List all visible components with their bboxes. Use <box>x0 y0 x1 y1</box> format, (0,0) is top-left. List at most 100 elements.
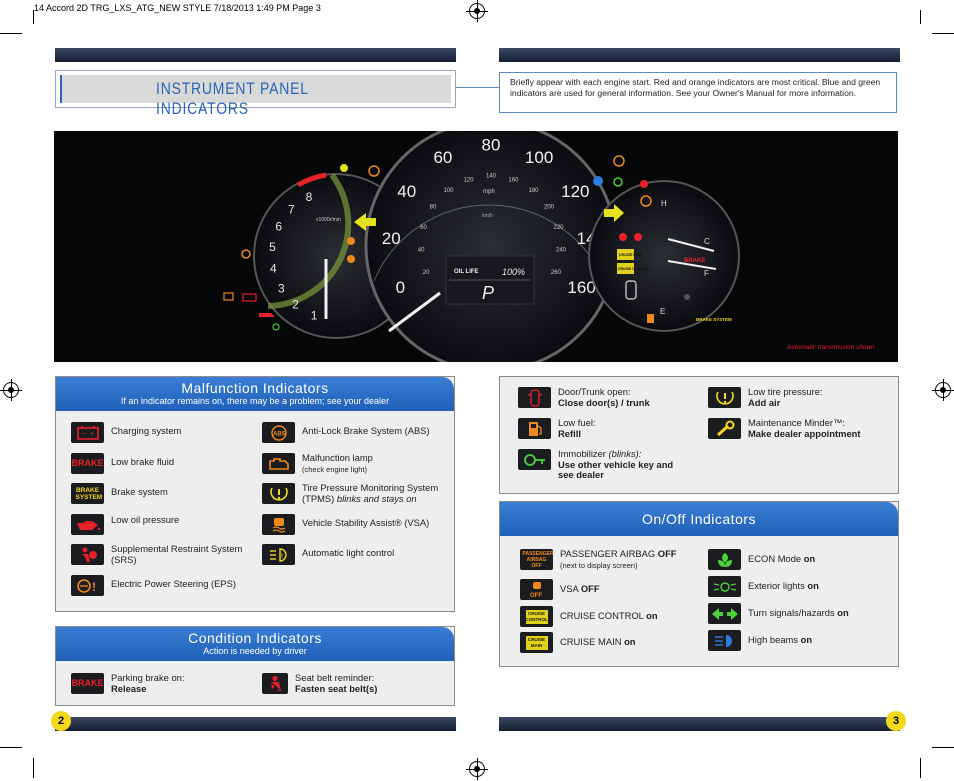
crop-mark <box>932 747 954 748</box>
item-label: Supplemental Restraint System (SRS) <box>111 543 243 565</box>
footer-bar-right <box>499 717 900 731</box>
svg-text:!: ! <box>281 554 283 560</box>
fuel-icon <box>518 418 551 439</box>
kmh-tick-label: 200 <box>544 204 555 210</box>
cluster-caption: Automatic transmission shown <box>786 344 875 351</box>
item-label: Vehicle Stability Assist® (VSA) <box>302 517 430 528</box>
brake-system-icon: BRAKE SYSTEM <box>71 483 104 504</box>
kmh-tick-label: 80 <box>430 204 437 210</box>
item-label: Exterior lights on <box>748 580 819 591</box>
item-label: VSA OFF <box>560 583 600 594</box>
airbag-icon <box>71 544 104 565</box>
kmh-tick-label: 100 <box>443 188 454 194</box>
brake-system-lamp-label: BRAKE SYSTEM <box>696 317 732 322</box>
onoff-title: On/Off Indicators <box>641 511 757 527</box>
registration-mark-icon <box>466 758 488 780</box>
tach-unit: x1000r/min <box>316 217 341 223</box>
svg-text:!: ! <box>92 580 96 594</box>
kmh-tick-label: 20 <box>423 270 430 276</box>
wrench-icon <box>708 418 741 439</box>
kmh-tick-label: 220 <box>553 225 564 231</box>
tach-tick-label: 2 <box>292 298 299 312</box>
oil-life-label: OIL LIFE <box>454 269 479 275</box>
registration-mark-icon <box>0 379 22 401</box>
list-item: Turn signals/hazards on <box>708 603 849 624</box>
tach-tick-label: 1 <box>311 308 318 322</box>
tach-tick-label: 8 <box>306 190 313 204</box>
cruise-control-lamp-label: CRUISE CONTROL <box>618 267 650 271</box>
item-label: Electric Power Steering (EPS) <box>111 578 237 589</box>
speed-tick-label: 120 <box>561 182 589 201</box>
tach-tick-label: 5 <box>269 240 276 254</box>
list-item: ABS Anti-Lock Brake System (ABS) <box>262 422 430 443</box>
malfunction-title: Malfunction Indicators <box>181 380 329 396</box>
temp-cold-label: C <box>704 237 710 246</box>
item-label: Brake system <box>111 486 168 497</box>
item-label: PASSENGER AIRBAG OFF(next to display scr… <box>560 548 677 570</box>
speed-unit: mph <box>483 189 495 195</box>
malfunction-subtitle: If an indicator remains on, there may be… <box>120 396 390 406</box>
list-item: Malfunction lamp(check engine light) <box>262 452 373 475</box>
kmh-tick-label: 240 <box>556 248 567 254</box>
tach-tick-label: 3 <box>278 282 285 296</box>
tach-tick-label: 4 <box>270 262 277 276</box>
svg-text:+: + <box>90 431 94 438</box>
temp-hot-label: H <box>661 199 667 208</box>
steering-icon: ! <box>71 575 104 596</box>
item-label: Low brake fluid <box>111 456 175 467</box>
crop-mark <box>33 10 34 24</box>
kmh-tick-label: 140 <box>486 174 497 180</box>
item-label: Parking brake on:Release <box>111 672 185 694</box>
item-label: Low tire pressure:Add air <box>748 386 823 408</box>
footer-bar-left <box>55 717 456 731</box>
cruise-main-lamp-label: CRUISE MAIN <box>619 253 643 257</box>
speed-tick-label: 100 <box>525 148 553 167</box>
list-item: ! Electric Power Steering (EPS) <box>71 575 236 596</box>
condition-section: Condition Indicators Action is needed by… <box>55 626 455 706</box>
kmh-tick-label: 60 <box>420 225 427 231</box>
svg-text:−: − <box>81 431 85 438</box>
brake-lamp-label: BRAKE <box>684 258 705 264</box>
item-label: Anti-Lock Brake System (ABS) <box>302 425 430 436</box>
cruise-main-icon: CRUISE MAIN <box>520 632 553 653</box>
list-item: Low oil pressure <box>71 514 179 535</box>
list-item: Vehicle Stability Assist® (VSA) <box>262 514 429 535</box>
auto-light-icon: ! <box>262 544 295 565</box>
condition-title: Condition Indicators <box>188 630 322 646</box>
list-item: CRUISE CONTROL CRUISE CONTROL on <box>520 606 658 627</box>
oil-can-icon <box>71 514 104 535</box>
gear-indicator: P <box>482 283 494 303</box>
kmh-tick-label: 40 <box>418 248 425 254</box>
list-item: Supplemental Restraint System (SRS) <box>71 543 261 565</box>
item-label: Low oil pressure <box>111 514 180 525</box>
oil-life-value: 100% <box>502 267 525 277</box>
intro-text: Briefly appear with each engine start. R… <box>499 72 897 113</box>
list-item: ! Automatic light control <box>262 544 394 565</box>
door-open-icon <box>518 387 551 408</box>
list-item: High beams on <box>708 630 812 651</box>
crop-mark <box>0 33 22 34</box>
list-item: OFF VSA OFF <box>520 579 600 600</box>
vsa-icon <box>262 514 295 535</box>
passenger-airbag-off-icon: PASSENGER AIRBAG OFF <box>520 549 554 570</box>
page-title: INSTRUMENT PANEL INDICATORS <box>156 79 309 118</box>
econ-icon <box>708 549 741 570</box>
page-number-right: 3 <box>886 711 906 731</box>
malfunction-header: Malfunction Indicators If an indicator r… <box>56 377 454 411</box>
speed-tick-label: 80 <box>482 135 501 154</box>
list-item: −+ Charging system <box>71 422 181 443</box>
condition-subtitle: Action is needed by driver <box>203 646 307 656</box>
crop-mark <box>920 10 921 24</box>
item-label: Tire Pressure Monitoring System (TPMS) b… <box>302 482 439 504</box>
crop-mark <box>0 747 22 748</box>
brake-text-icon: BRAKE <box>71 453 104 474</box>
list-item: BRAKE SYSTEM Brake system <box>71 483 168 504</box>
item-label: Immobilizer (blinks):Use other vehicle k… <box>558 448 674 480</box>
registration-mark-icon <box>466 0 488 22</box>
list-item: Low fuel:Refill <box>518 417 596 439</box>
print-header: 14 Accord 2D TRG_LXS_ATG_NEW STYLE 7/18/… <box>34 3 321 13</box>
item-label: Low fuel:Refill <box>558 417 596 439</box>
page-number-left: 2 <box>51 711 71 731</box>
kmh-tick-label: 180 <box>528 188 539 194</box>
turn-signal-icon <box>708 603 741 624</box>
